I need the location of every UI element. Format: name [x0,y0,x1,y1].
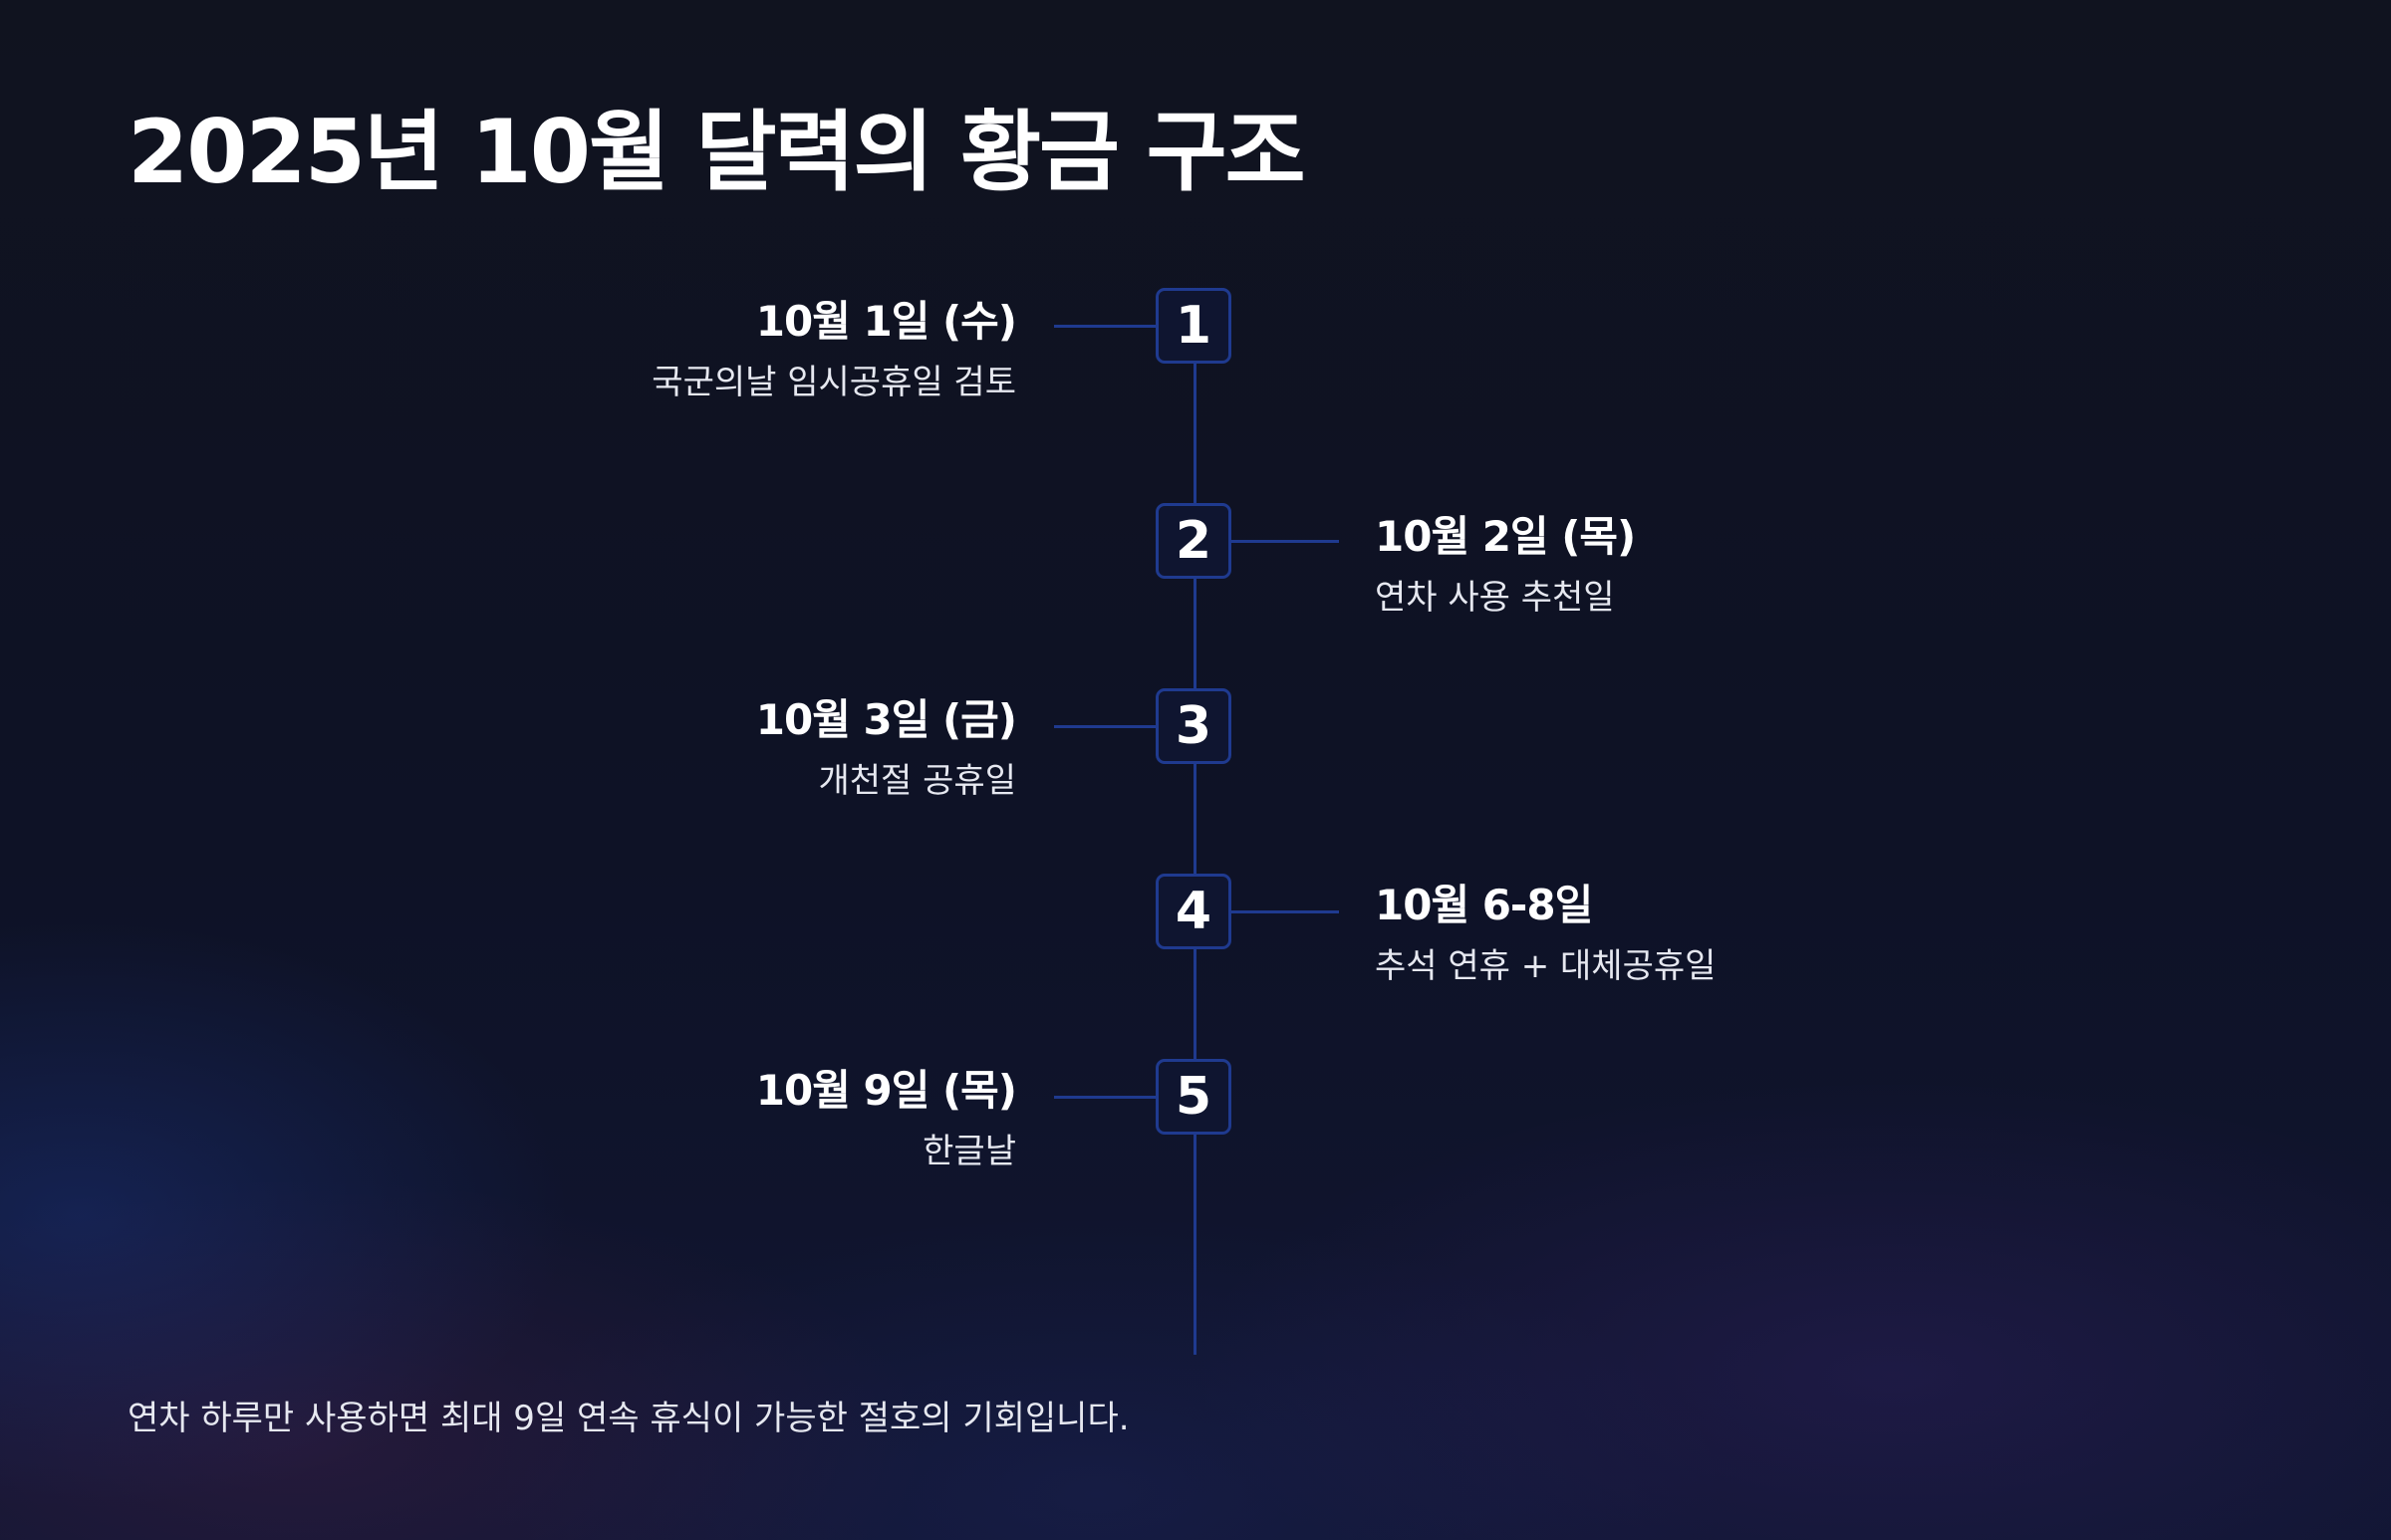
step-3-date: 10월 3일 (금) [755,695,1017,744]
connector-4 [1231,910,1339,913]
step-1-description: 국군의날 임시공휴일 검토 [652,363,1016,403]
step-5-description: 한글날 [923,1132,1016,1172]
step-5-date: 10월 9일 (목) [755,1066,1017,1115]
step-3-number: 3 [1175,696,1212,756]
step-1-label: 10월 1일 (수) 국군의날 임시공휴일 검토 [652,297,1017,405]
step-3-description: 개천절 공휴일 [818,761,1017,802]
connector-1 [1054,325,1156,328]
step-1-number: 1 [1175,296,1212,356]
connector-2 [1231,540,1339,543]
step-4-label: 10월 6-8일 추석 연휴 + 대체공휴일 [1375,881,1716,989]
step-5-number-box: 5 [1156,1059,1231,1135]
timeline-spine [1194,329,1196,1355]
step-4-date: 10월 6-8일 [1375,881,1593,929]
step-3-number-box: 3 [1156,688,1231,764]
step-4-description: 추석 연휴 + 대체공휴일 [1375,946,1717,987]
step-4-number-box: 4 [1156,874,1231,949]
connector-3 [1054,725,1156,728]
step-2-description: 연차 사용 추천일 [1375,578,1615,619]
step-2-label: 10월 2일 (목) 연차 사용 추천일 [1375,512,1636,621]
step-2-number: 2 [1175,511,1212,571]
step-3-label: 10월 3일 (금) 개천절 공휴일 [755,695,1017,804]
step-2-date: 10월 2일 (목) [1375,512,1636,561]
page-title: 2025년 10월 달력의 황금 구조 [128,101,1306,203]
connector-5 [1054,1096,1156,1099]
step-5-label: 10월 9일 (목) 한글날 [755,1066,1017,1174]
step-4-number: 4 [1175,882,1212,941]
step-2-number-box: 2 [1156,503,1231,579]
step-1-number-box: 1 [1156,288,1231,364]
step-5-number: 5 [1175,1067,1212,1127]
footer-note: 연차 하루만 사용하면 최대 9일 연속 휴식이 가능한 절호의 기회입니다. [128,1399,1130,1438]
step-1-date: 10월 1일 (수) [755,297,1017,346]
